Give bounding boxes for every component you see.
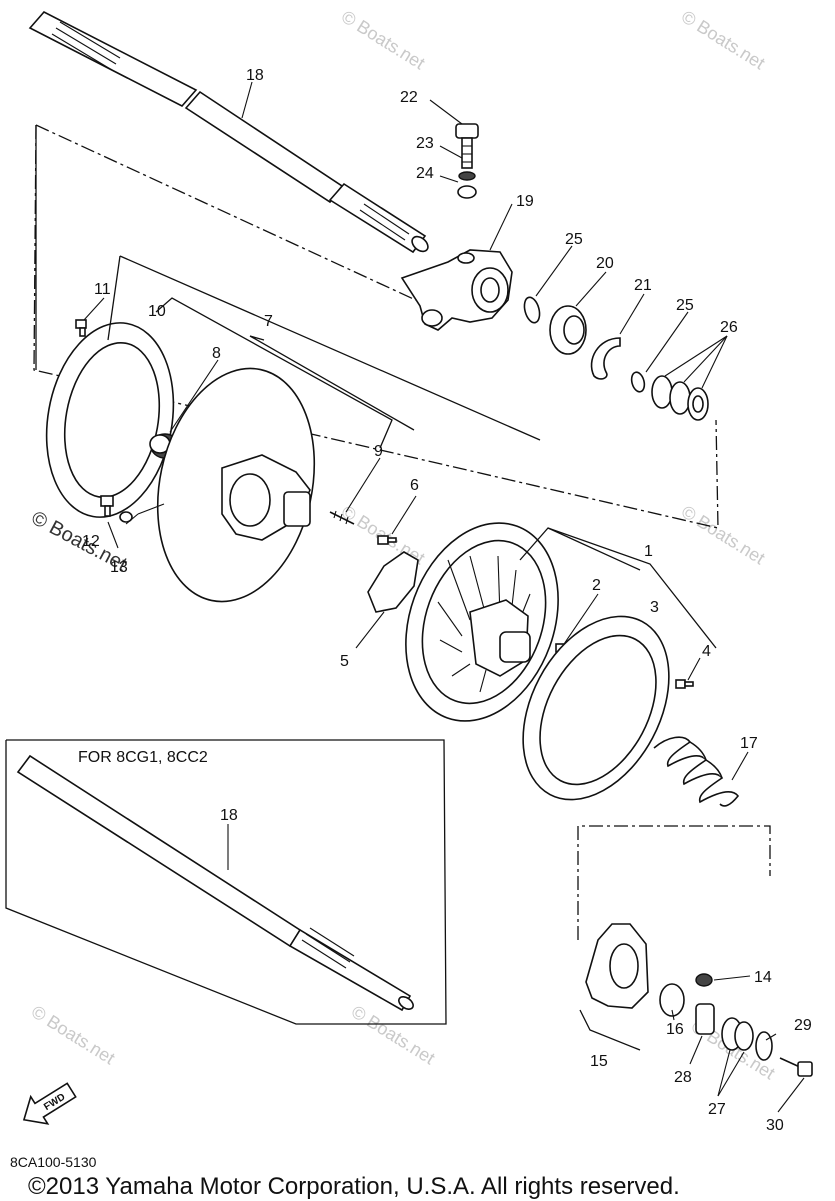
callout-7: 7	[264, 313, 273, 330]
cover-15	[585, 923, 649, 1009]
fwd-arrow-icon: FWD	[22, 1082, 77, 1125]
assembly-boundary	[33, 124, 719, 529]
screw-11	[75, 319, 87, 337]
callout-13: 13	[110, 559, 128, 576]
circlip-25a	[523, 296, 541, 324]
copyright-notice: ©2013 Yamaha Motor Corporation, U.S.A. A…	[28, 1173, 680, 1200]
callout-28: 28	[674, 1069, 692, 1086]
callout-11: 11	[94, 281, 111, 298]
plate-3	[522, 615, 670, 801]
callout-1: 1	[644, 543, 653, 560]
variant-box	[5, 739, 447, 1025]
spring-17	[653, 736, 740, 807]
callout-8: 8	[212, 345, 221, 362]
washer-29	[755, 1031, 773, 1061]
bracket-lines	[35, 125, 717, 1051]
bolt-12	[100, 495, 114, 517]
watermark: © Boats.net	[338, 6, 429, 73]
assembly-boundary-top	[35, 124, 421, 303]
shaft-18-upper	[28, 11, 429, 254]
variant-label: FOR 8CG1, 8CC2	[78, 749, 208, 766]
screw-6	[377, 535, 397, 545]
movable-sheave-1	[405, 522, 559, 722]
pin-9	[329, 510, 355, 525]
callout-12: 12	[82, 533, 100, 550]
callout-4: 4	[702, 643, 711, 660]
watermark: © Boats.net	[678, 501, 769, 568]
bearing-housing-19	[400, 249, 513, 331]
watermark-layer: © Boats.net © Boats.net © Boats.net © Bo…	[28, 6, 779, 1083]
screw-4	[675, 679, 694, 689]
callout-labels: 18 22 23 24 19 25 20 21 25 26 11 10 7 8 …	[78, 67, 812, 1134]
callout-5: 5	[340, 653, 349, 670]
nut-14	[695, 973, 713, 987]
lock-washer-23	[458, 171, 476, 181]
callout-26: 26	[720, 319, 738, 336]
bushing-16	[659, 983, 685, 1017]
callout-25: 25	[676, 297, 694, 314]
callout-3: 3	[650, 599, 659, 616]
callout-14: 14	[754, 969, 772, 986]
watermark: © Boats.net	[28, 1001, 119, 1068]
watermark: © Boats.net	[678, 6, 769, 73]
callout-21: 21	[634, 277, 652, 294]
fixed-sheave-7	[156, 367, 316, 603]
bearing-20	[549, 305, 587, 355]
callout-23: 23	[416, 135, 434, 152]
circlip-25b	[630, 371, 646, 393]
gasket-5	[367, 551, 419, 613]
snap-ring-21	[590, 337, 621, 380]
callout-17: 17	[740, 735, 758, 752]
plate-10	[45, 322, 175, 518]
callout-9: 9	[374, 443, 383, 460]
callout-16: 16	[666, 1021, 684, 1038]
bolt-30	[779, 1057, 813, 1077]
washer-24	[457, 185, 477, 199]
callout-27: 27	[708, 1101, 726, 1118]
collar-28	[695, 1003, 715, 1035]
callout-15: 15	[590, 1053, 608, 1070]
bushing-set-26	[651, 375, 709, 421]
callout-25: 25	[565, 231, 583, 248]
callout-22: 22	[400, 89, 418, 106]
callout-29: 29	[794, 1017, 812, 1034]
leader-lines	[83, 81, 805, 1113]
callout-10: 10	[148, 303, 166, 320]
watermark: © Boats.net	[348, 1001, 439, 1068]
lower-boundary	[577, 825, 771, 940]
callout-30: 30	[766, 1117, 784, 1134]
callout-18: 18	[246, 67, 264, 84]
callout-2: 2	[592, 577, 601, 594]
bolt-22	[455, 123, 479, 169]
callout-20: 20	[596, 255, 614, 272]
callout-6: 6	[410, 477, 419, 494]
callout-24: 24	[416, 165, 434, 182]
diagram-code: 8CA100-5130	[10, 1154, 97, 1170]
washer-13	[119, 511, 133, 523]
callout-18-lower: 18	[220, 807, 238, 824]
shaft-18-lower	[16, 754, 414, 1012]
washer-set-27	[721, 1017, 754, 1051]
callout-19: 19	[516, 193, 534, 210]
